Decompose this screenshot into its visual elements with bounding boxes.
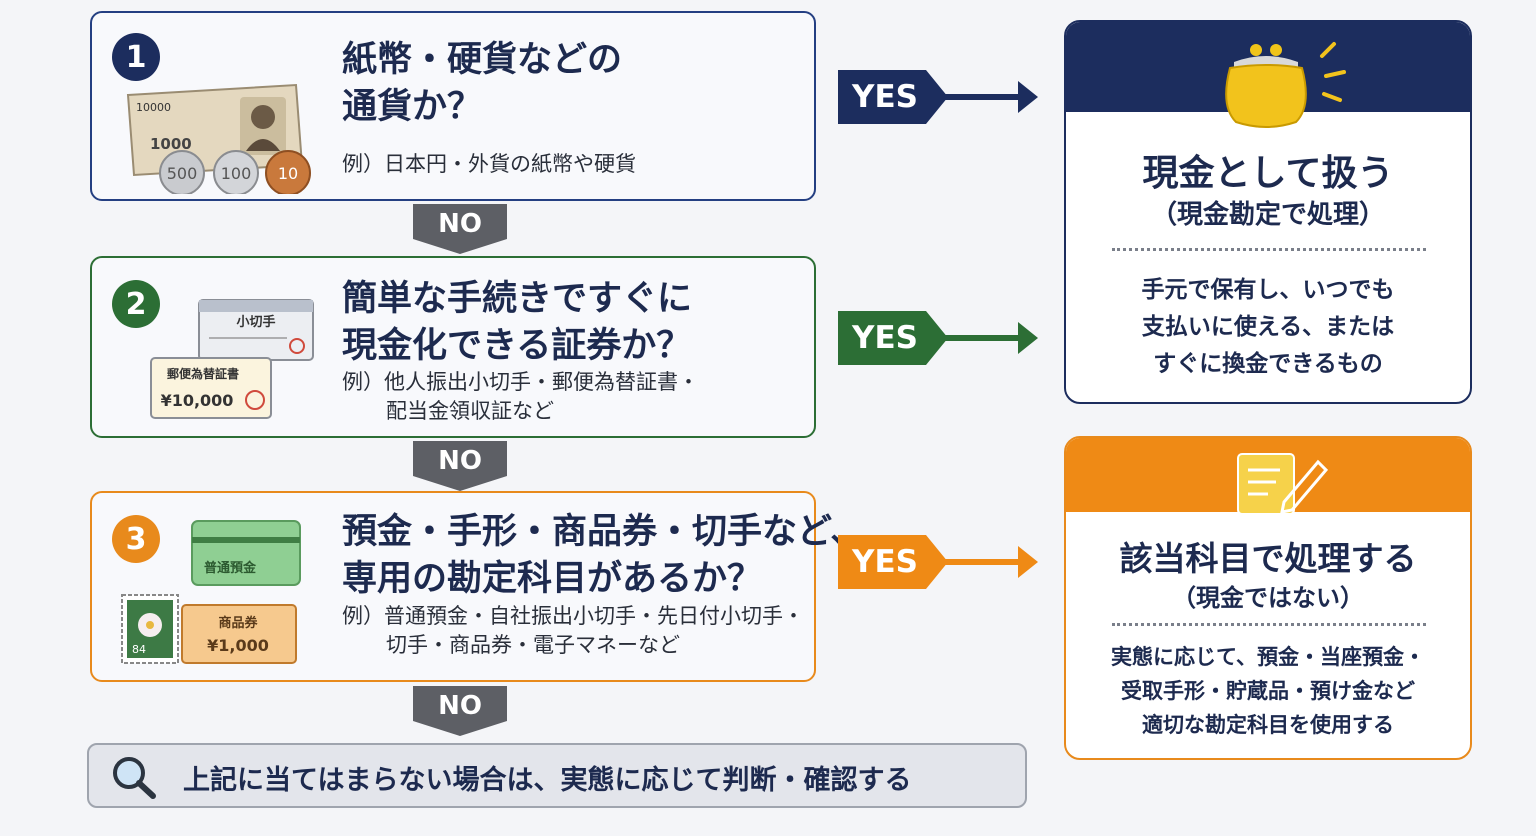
banknote-coins-icon: 10000 1000 500 100 10 xyxy=(126,83,311,194)
result-description: 実態に応じて、預金・当座預金・ 受取手形・貯蔵品・預け金など 適切な勘定科目を使… xyxy=(1111,645,1425,737)
arrow-head-icon xyxy=(1018,81,1038,113)
coin-100: 100 xyxy=(221,164,252,183)
result-title: 該当科目で処理する xyxy=(1119,539,1417,578)
passbook-label: 普通預金 xyxy=(204,560,257,576)
arrow-shaft xyxy=(944,335,1024,341)
question-example: 例）普通預金・自社振出小切手・先日付小切手・ 切手・商品券・電子マネーなど xyxy=(342,604,804,657)
result-card-other-account: 該当科目で処理する （現金ではない） 実態に応じて、預金・当座預金・ 受取手形・… xyxy=(1064,436,1472,760)
step-number-1: 1 xyxy=(112,33,160,81)
postal-order-amount: ¥10,000 xyxy=(161,391,234,410)
no-badge-2: NO xyxy=(413,441,507,491)
coin-500: 500 xyxy=(167,164,198,183)
banknote-value: 1000 xyxy=(150,135,192,153)
question-box-2: 2 小切手 郵便為替証書 ¥10,000 簡単な手続きですぐに 現金化できる証券… xyxy=(90,256,816,438)
arrow-shaft xyxy=(944,559,1024,565)
voucher-amount: ¥1,000 xyxy=(207,636,269,655)
bottom-note: 上記に当てはまらない場合は、実態に応じて判断・確認する xyxy=(87,743,1027,808)
arrow-head-icon xyxy=(1018,322,1038,354)
postal-order-label: 郵便為替証書 xyxy=(167,366,239,381)
check-postal-order-icon: 小切手 郵便為替証書 ¥10,000 xyxy=(150,299,314,419)
dotted-divider xyxy=(1112,623,1426,626)
result-subtitle: （現金勘定で処理） xyxy=(1150,200,1385,230)
yes-label: YES xyxy=(838,311,948,365)
question-example: 例）日本円・外貨の紙幣や硬貨 xyxy=(342,152,636,176)
arrow-shaft xyxy=(944,94,1024,100)
purse-icon xyxy=(1225,42,1346,128)
question-title: 簡単な手続きですぐに 現金化できる証券か？ xyxy=(342,279,693,366)
stamp-value: 84 xyxy=(132,643,146,656)
result-description: 手元で保有し、いつでも 支払いに使える、または すぐに換金できるもの xyxy=(1141,277,1395,377)
arrow-head-icon xyxy=(1018,546,1038,578)
no-badge-1: NO xyxy=(413,204,507,254)
voucher-label: 商品券 xyxy=(218,615,258,631)
step-number-2: 2 xyxy=(112,280,160,328)
dotted-divider xyxy=(1112,248,1426,251)
memo-pencil-icon xyxy=(1237,453,1329,515)
bottom-note-text: 上記に当てはまらない場合は、実態に応じて判断・確認する xyxy=(183,765,912,796)
yes-label: YES xyxy=(838,535,948,589)
question-box-1: 1 10000 1000 500 100 10 紙幣・硬貨などの 通貨か？ 例）… xyxy=(90,11,816,201)
step-number-3: 3 xyxy=(112,515,160,563)
no-badge-3: NO xyxy=(413,686,507,736)
magnifier-icon xyxy=(113,757,156,799)
result-subtitle: （現金ではない） xyxy=(1172,584,1364,612)
result-title: 現金として扱う xyxy=(1142,153,1394,194)
yes-label: YES xyxy=(838,70,948,124)
check-label: 小切手 xyxy=(236,314,275,330)
question-title: 預金・手形・商品券・切手など、 専用の勘定科目があるか？ xyxy=(342,512,866,599)
banknote-label: 10000 xyxy=(136,101,171,114)
question-title: 紙幣・硬貨などの 通貨か？ xyxy=(342,40,623,127)
coin-10: 10 xyxy=(278,164,298,183)
question-example: 例）他人振出小切手・郵便為替証書・ 配当金領収証など xyxy=(342,370,699,423)
passbook-stamp-voucher-icon: 普通預金 84 商品券 ¥1,000 xyxy=(121,520,301,664)
question-box-3: 3 普通預金 84 商品券 ¥1,000 預金・手形・商品券・切手など、 専用の… xyxy=(90,491,865,682)
result-card-cash: 現金として扱う （現金勘定で処理） 手元で保有し、いつでも 支払いに使える、また… xyxy=(1064,20,1472,404)
